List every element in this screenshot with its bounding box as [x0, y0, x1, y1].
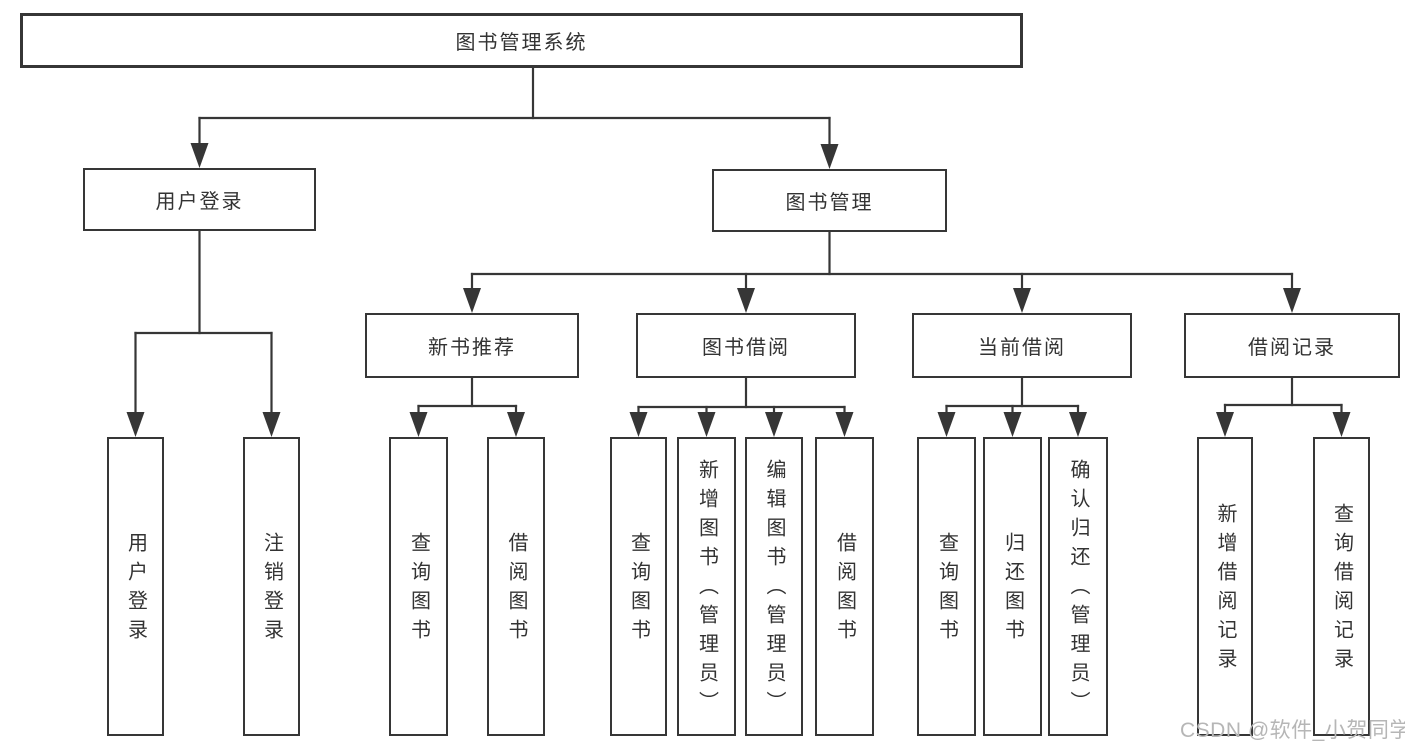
arrowhead-icon	[190, 143, 209, 168]
node-root: 图书管理系统	[20, 13, 1023, 68]
arrowhead-icon	[835, 412, 854, 437]
arrowhead-icon	[937, 412, 956, 437]
node-current-3: 确认归还（管理员）	[1048, 437, 1108, 736]
node-records-2: 查询借阅记录	[1313, 437, 1370, 736]
arrowhead-icon	[737, 288, 755, 313]
node-current: 当前借阅	[912, 313, 1132, 378]
arrowhead-icon	[262, 412, 281, 437]
node-records-1: 新增借阅记录	[1197, 437, 1253, 736]
arrowhead-icon	[697, 412, 716, 437]
node-borrow-3: 编辑图书（管理员）	[745, 437, 803, 736]
arrowhead-icon	[126, 412, 145, 437]
arrowhead-icon	[463, 288, 481, 313]
arrowhead-icon	[1332, 412, 1351, 437]
arrowhead-icon	[1283, 288, 1301, 313]
node-current-2: 归还图书	[983, 437, 1042, 736]
node-login-2: 注销登录	[243, 437, 300, 736]
node-records: 借阅记录	[1184, 313, 1400, 378]
arrowhead-icon	[1003, 412, 1022, 437]
node-current-1: 查询图书	[917, 437, 976, 736]
arrowhead-icon	[507, 412, 525, 437]
node-rec: 新书推荐	[365, 313, 579, 378]
arrowhead-icon	[1216, 412, 1234, 437]
node-rec-1: 查询图书	[389, 437, 448, 736]
arrowhead-icon	[820, 144, 839, 169]
node-rec-2: 借阅图书	[487, 437, 545, 736]
arrowhead-icon	[765, 412, 783, 437]
node-login-1: 用户登录	[107, 437, 164, 736]
node-login: 用户登录	[83, 168, 316, 231]
arrowhead-icon	[629, 412, 648, 437]
arrowhead-icon	[1013, 288, 1031, 313]
node-borrow-4: 借阅图书	[815, 437, 874, 736]
node-borrow-2: 新增图书（管理员）	[677, 437, 736, 736]
node-borrow-1: 查询图书	[610, 437, 667, 736]
node-borrow: 图书借阅	[636, 313, 856, 378]
node-mgmt: 图书管理	[712, 169, 947, 232]
arrowhead-icon	[1069, 412, 1087, 437]
arrowhead-icon	[409, 412, 428, 437]
